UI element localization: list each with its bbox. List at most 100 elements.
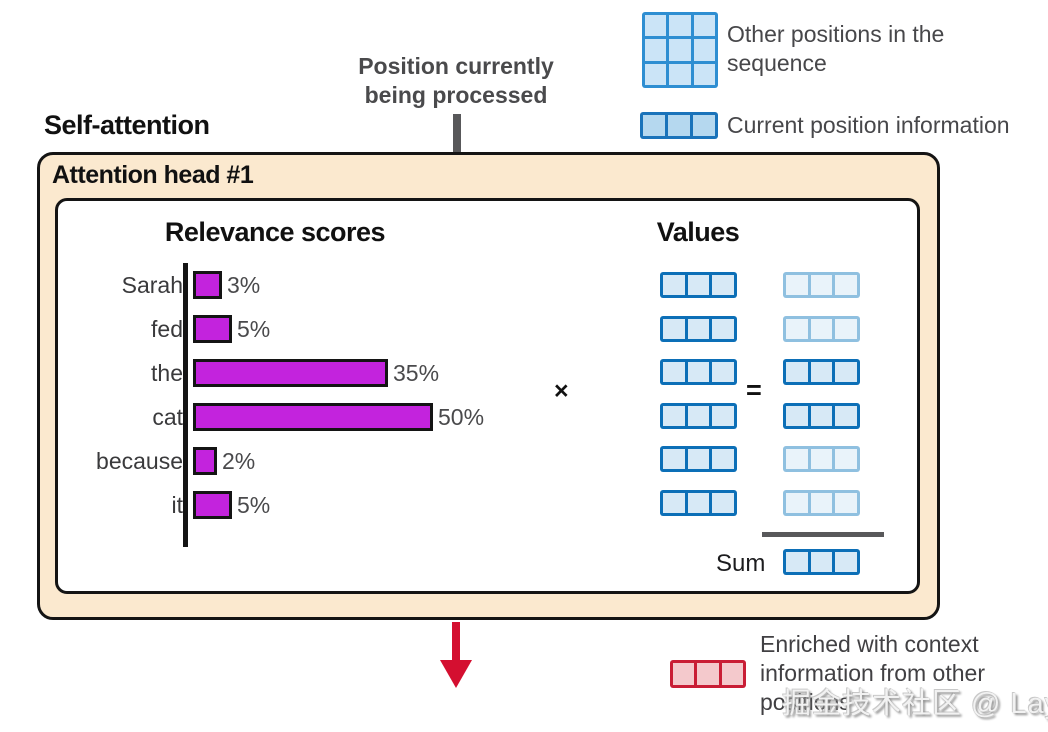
- sum-result-row-icon: [783, 549, 860, 575]
- other-positions-grid-icon: [642, 12, 718, 88]
- watermark: 掘金技术社区 @ Layer: [782, 688, 1048, 720]
- values-title: Values: [656, 217, 740, 247]
- vector-cell: [687, 405, 710, 426]
- vector-cell: [786, 552, 808, 572]
- vector-cell: [668, 115, 690, 136]
- chart-category-label: because: [96, 447, 183, 474]
- value-vector-row-icon: [783, 315, 860, 342]
- chart-bar: [193, 447, 217, 475]
- value-vector-row-icon: [660, 489, 737, 516]
- legend-other-positions-label: Other positions in the sequence: [727, 21, 945, 76]
- chart-category-label: it: [171, 491, 184, 518]
- vector-cell: [693, 39, 715, 61]
- value-vector-row-icon: [660, 402, 737, 429]
- vector-cell: [835, 492, 857, 513]
- values-column-right: [783, 272, 860, 516]
- chart-value-label: 3%: [227, 271, 261, 298]
- vector-cell: [645, 63, 667, 85]
- chart-bar: [193, 403, 433, 431]
- value-vector-row-icon: [783, 402, 860, 429]
- vector-cell: [693, 115, 715, 136]
- vector-cell: [645, 39, 667, 61]
- chart-category-label: the: [151, 359, 183, 386]
- vector-cell: [721, 663, 743, 685]
- vector-cell: [645, 15, 667, 37]
- down-arrow-red-shaft: [452, 622, 460, 662]
- chart-category-label: Sarah: [121, 271, 183, 298]
- vector-cell: [663, 318, 685, 339]
- equals-sign: =: [746, 375, 762, 405]
- vector-cell: [693, 63, 715, 85]
- vector-cell: [687, 275, 710, 295]
- chart-value-label: 35%: [393, 359, 440, 386]
- chart-bar: [193, 271, 222, 299]
- vector-cell: [835, 552, 857, 572]
- value-vector-row-icon: [783, 272, 860, 298]
- chart-bar: [193, 315, 232, 343]
- vector-cell: [786, 362, 808, 382]
- current-position-row-icon: [640, 112, 718, 139]
- top-annotation: Position currently being processed: [336, 52, 576, 110]
- relevance-scores-title: Relevance scores: [164, 217, 386, 247]
- attention-head-label: Attention head #1: [52, 161, 254, 189]
- vector-cell: [810, 318, 833, 339]
- value-vector-row-icon: [660, 272, 737, 298]
- top-annotation-line2: being processed: [364, 82, 548, 108]
- chart-row: fed 5%: [60, 307, 484, 351]
- vector-cell: [835, 362, 857, 382]
- vector-cell: [712, 405, 734, 426]
- chart-bar: [193, 491, 232, 519]
- vector-cell: [669, 63, 691, 85]
- value-vector-row-icon: [783, 489, 860, 516]
- enriched-output-row-icon: [670, 660, 746, 688]
- vector-cell: [835, 449, 857, 469]
- vector-cell: [687, 362, 710, 382]
- down-arrow-gray-shaft: [453, 114, 461, 168]
- vector-cell: [669, 15, 691, 37]
- sum-underline: [762, 532, 884, 537]
- chart-category-label: fed: [151, 315, 183, 342]
- vector-cell: [786, 492, 808, 513]
- value-vector-row-icon: [783, 359, 860, 385]
- value-vector-row-icon: [660, 446, 737, 472]
- chart-value-label: 5%: [237, 315, 271, 342]
- vector-cell: [712, 318, 734, 339]
- vector-cell: [810, 405, 833, 426]
- vector-cell: [810, 449, 833, 469]
- multiply-sign: ×: [554, 377, 569, 405]
- vector-cell: [669, 39, 691, 61]
- value-vector-row-icon: [660, 359, 737, 385]
- enriched-output-label: Enriched with context information from o…: [760, 631, 985, 715]
- vector-cell: [810, 362, 833, 382]
- chart-value-label: 50%: [438, 403, 485, 430]
- chart-y-axis: [183, 263, 188, 547]
- vector-cell: [697, 663, 719, 685]
- legend-current-position-label: Current position information: [727, 112, 1010, 138]
- vector-cell: [673, 663, 695, 685]
- chart-bar: [193, 359, 388, 387]
- vector-cell: [687, 492, 710, 513]
- value-vector-row-icon: [783, 446, 860, 472]
- vector-cell: [663, 449, 685, 469]
- vector-cell: [687, 318, 710, 339]
- down-arrow-red-icon: [440, 660, 472, 688]
- vector-cell: [835, 318, 857, 339]
- self-attention-title: Self-attention: [44, 110, 210, 140]
- vector-cell: [712, 449, 734, 469]
- vector-cell: [810, 492, 833, 513]
- top-annotation-line1: Position currently: [358, 53, 554, 79]
- vector-cell: [712, 492, 734, 513]
- vector-cell: [786, 449, 808, 469]
- vector-cell: [687, 449, 710, 469]
- attention-head-inner-panel: [55, 198, 920, 594]
- chart-row: the 35%: [60, 351, 484, 395]
- vector-cell: [663, 405, 685, 426]
- vector-cell: [663, 275, 685, 295]
- values-column-left: [660, 272, 737, 516]
- vector-cell: [786, 318, 808, 339]
